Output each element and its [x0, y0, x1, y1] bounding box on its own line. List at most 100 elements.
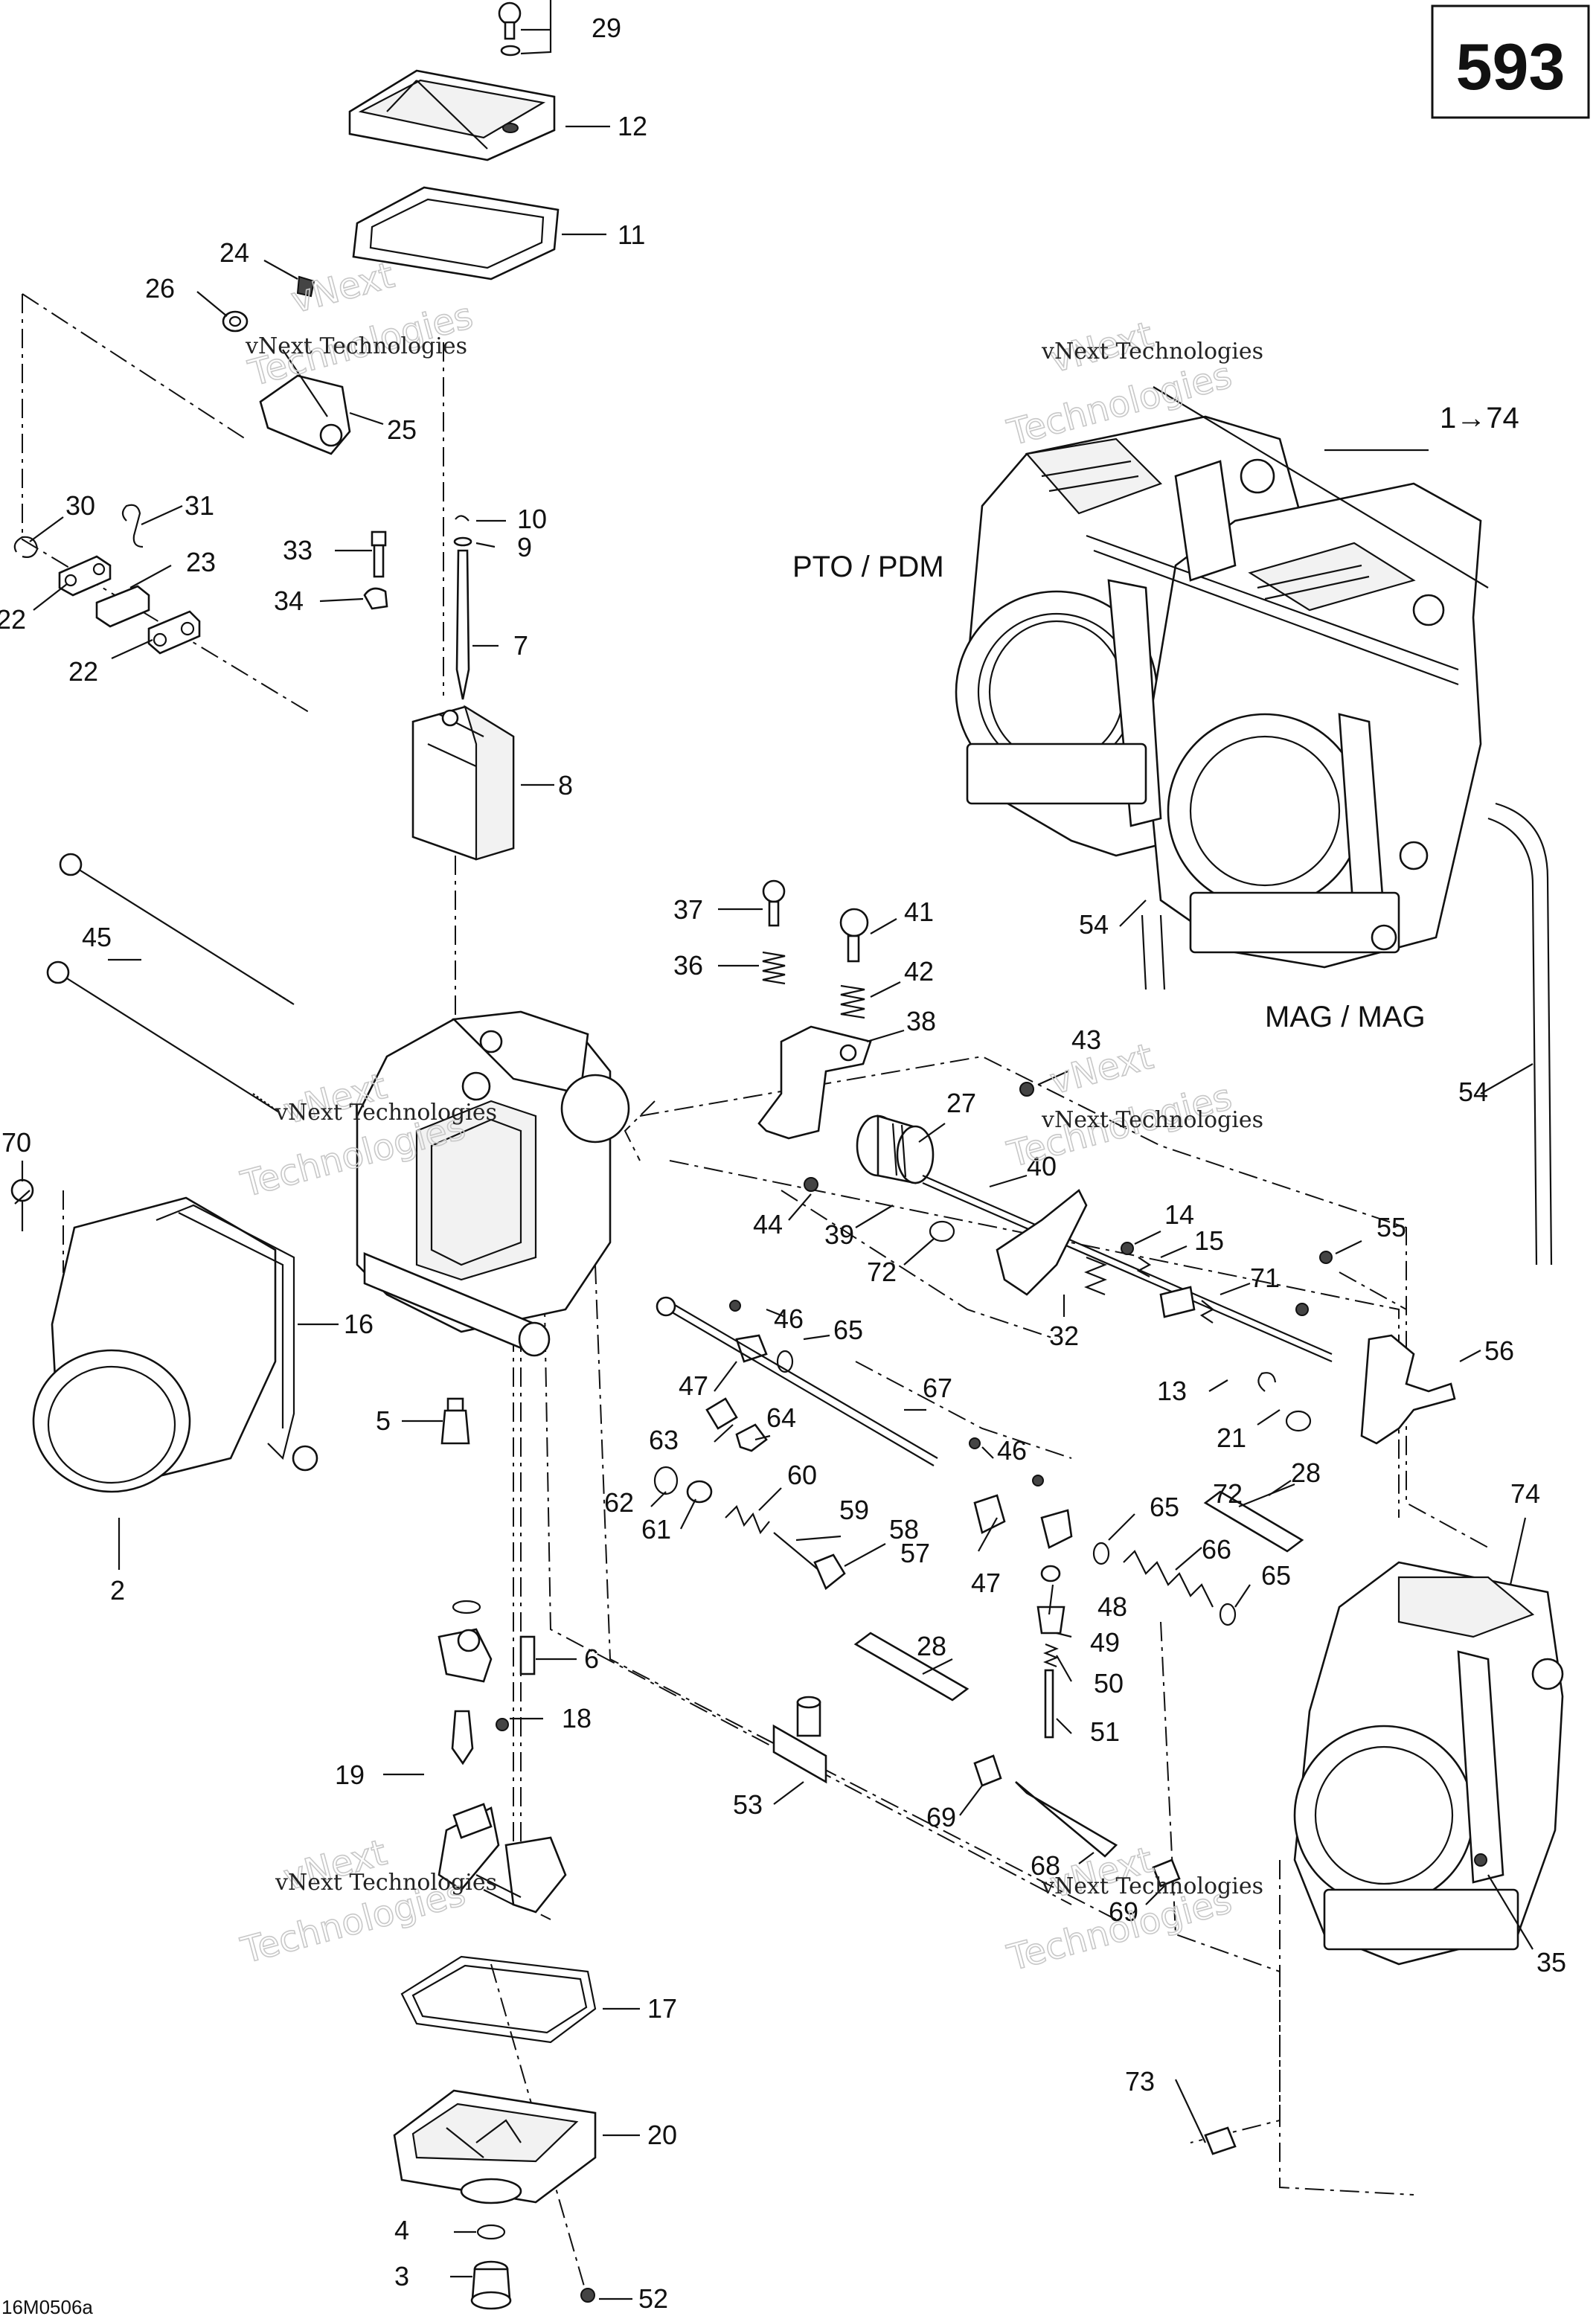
callout-38: 38 [906, 1006, 936, 1036]
part-springs-36-42 [762, 951, 865, 1019]
part-screw-33 [371, 530, 387, 578]
callout-14: 14 [1164, 1199, 1194, 1230]
callout-65-a: 65 [833, 1315, 863, 1345]
part-pin-63-64 [705, 1397, 768, 1452]
part-shaft-67 [656, 1296, 938, 1466]
part-screw-14-15-71 [1121, 1242, 1214, 1324]
callout-17: 17 [647, 1993, 677, 2024]
carburetor-assembly-top [955, 415, 1553, 1266]
part-screw-59-58 [773, 1532, 846, 1591]
callout-4: 4 [394, 2215, 409, 2245]
callout-32: 32 [1049, 1321, 1079, 1351]
callout-36: 36 [673, 950, 703, 981]
callout-58: 58 [889, 1514, 919, 1545]
callout-10: 10 [517, 504, 547, 534]
part-needle-7 [453, 515, 472, 700]
callout-33: 33 [283, 535, 313, 565]
callout-74: 74 [1510, 1478, 1540, 1509]
part-screw-43-44 [804, 1082, 1034, 1192]
callout-63: 63 [649, 1425, 679, 1455]
callout-66: 66 [1202, 1534, 1231, 1565]
callout-5: 5 [376, 1405, 391, 1436]
watermark-small-b: vNext Technologies [1041, 339, 1263, 365]
part-screw-52 [580, 2288, 595, 2303]
part-clamp-69-68 [973, 1754, 1181, 1888]
part-needle-48-51 [1036, 1565, 1065, 1739]
callout-28-b: 28 [917, 1631, 946, 1661]
callout-48: 48 [1097, 1591, 1127, 1622]
callout-47-b: 47 [971, 1568, 1001, 1598]
part-spring-60 [725, 1505, 770, 1535]
carburetor-body-center [356, 1010, 630, 1357]
callout-30: 30 [65, 490, 95, 521]
callout-27: 27 [946, 1088, 976, 1118]
part-gasket-17 [400, 1955, 597, 2044]
callout-59: 59 [839, 1495, 869, 1525]
callout-20: 20 [647, 2120, 677, 2150]
callout-55: 55 [1377, 1212, 1406, 1242]
part-gasket-11 [352, 186, 560, 280]
callout-44: 44 [753, 1209, 783, 1239]
callout-26: 26 [145, 273, 175, 304]
part-bolts-45 [46, 853, 295, 1113]
part-jet-5 [440, 1397, 470, 1445]
callout-9: 9 [517, 532, 532, 562]
callout-54-b: 54 [1458, 1077, 1488, 1107]
watermark-small-a: vNext Technologies [245, 333, 467, 359]
callout-assembly-range: 1→74 [1440, 402, 1519, 434]
callout-67: 67 [923, 1373, 952, 1403]
callout-28-a: 28 [1291, 1457, 1321, 1488]
callout-34: 34 [274, 586, 304, 616]
callout-57: 57 [900, 1538, 930, 1568]
callout-65-b: 65 [1150, 1492, 1179, 1522]
part-cover-12 [348, 69, 556, 161]
callout-61: 61 [641, 1514, 671, 1545]
callout-56: 56 [1484, 1335, 1514, 1366]
callout-13: 13 [1157, 1376, 1187, 1406]
part-float-19 [438, 1600, 567, 1914]
part-cap-73 [1204, 2126, 1237, 2155]
callout-49: 49 [1090, 1627, 1120, 1658]
part-throttle-lever-32 [996, 1188, 1107, 1296]
part-spring-27-39 [856, 1115, 935, 1184]
callout-72-a: 72 [867, 1257, 897, 1287]
alignment-guides [22, 293, 1489, 2300]
callout-46-b: 46 [997, 1435, 1027, 1466]
callout-25: 25 [387, 414, 417, 445]
callout-29: 29 [592, 13, 621, 43]
part-washer-72 [929, 1220, 1312, 1432]
callout-37: 37 [673, 894, 703, 925]
part-clip-21 [1257, 1372, 1277, 1392]
callout-6: 6 [584, 1643, 599, 1674]
callout-50: 50 [1094, 1668, 1124, 1699]
part-shaft-40 [922, 1174, 1333, 1363]
part-screw-55 [1295, 1251, 1333, 1316]
callout-69-b: 69 [1109, 1896, 1138, 1927]
part-oring-62-61 [653, 1466, 713, 1504]
callout-21: 21 [1217, 1423, 1246, 1453]
callout-52: 52 [638, 2283, 668, 2314]
callout-11: 11 [618, 219, 645, 250]
label-mag-mag: MAG / MAG [1265, 1001, 1426, 1033]
watermark-large-a: vNext [287, 254, 399, 321]
part-rod-28 [853, 1490, 1304, 1702]
callout-69-a: 69 [926, 1802, 956, 1832]
callout-68: 68 [1031, 1850, 1060, 1881]
callout-53: 53 [733, 1789, 763, 1820]
part-spring-66 [1123, 1550, 1214, 1608]
watermark-small-f: vNext Technologies [1041, 1873, 1263, 1899]
callout-65-c: 65 [1261, 1560, 1291, 1591]
callout-42: 42 [904, 956, 934, 987]
callout-71: 71 [1250, 1263, 1280, 1293]
callout-22-a: 22 [0, 604, 26, 635]
callout-7: 7 [513, 630, 528, 661]
callout-39: 39 [824, 1219, 854, 1250]
callout-47-a: 47 [679, 1370, 708, 1401]
part-fitting-53 [772, 1696, 827, 1784]
part-adapter-2 [32, 1196, 318, 1493]
callout-3: 3 [394, 2261, 409, 2291]
callout-46-a: 46 [774, 1303, 804, 1334]
callout-41: 41 [904, 897, 934, 927]
callout-18: 18 [562, 1703, 592, 1734]
